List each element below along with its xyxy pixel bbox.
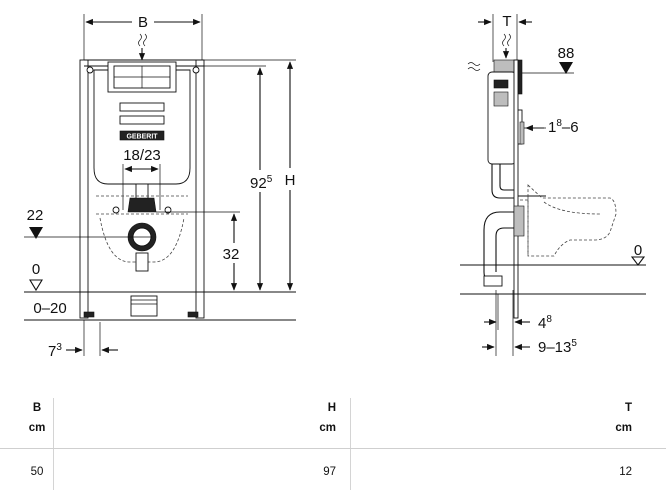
pipe-label: 22 [27,207,44,224]
drain-bend [483,211,514,283]
front-view: B GEBERIT 18/23 [24,12,300,360]
bowl-outline [99,217,185,263]
foot-offset-dimension: 73 [48,342,62,360]
column-unit-b: cm [28,422,46,434]
column-unit-t: cm [615,422,632,434]
flush-bend [127,197,157,213]
pipe-height-dimension: 32 [223,246,240,263]
brand-badge [119,130,165,141]
column-header-t: T [624,402,632,414]
floor-level-label: 0 [32,261,40,278]
column-header-h: H [327,402,336,414]
wall-thickness-dimension: 48 [538,314,552,332]
cell-b-value: 50 [30,466,44,478]
cistern [93,69,191,185]
floor-range-label: 0–20 [33,300,66,317]
level-marker-88 [559,62,573,74]
floor-level-marker [29,279,43,292]
cell-t-value: 12 [619,466,632,478]
side-frame-rail [513,59,519,319]
width-label: B [138,14,148,31]
side-floor-level-label: 0 [634,242,642,259]
frame-right-rail [195,59,205,319]
height-92-dimension: 925 [250,174,273,192]
installation-drawing: B GEBERIT 18/23 [24,12,646,360]
drain-pipe-end [130,295,158,317]
column-header-b: B [32,402,42,414]
frame-left-rail [79,59,89,319]
depth-label: T [502,13,511,30]
water-supply-icon [138,33,142,47]
column-unit-h: cm [319,422,336,434]
panel-thickness-dimension: 18–6 [548,118,579,136]
wc-pan-outline [527,184,617,257]
flush-pipe [491,164,514,199]
side-view: T 88 18–6 [460,13,646,356]
cell-h-value: 97 [323,466,336,478]
height-label: H [285,172,296,189]
brand-text: GEBERIT [126,134,158,141]
wall-panel [519,121,525,145]
side-floor-level-marker [630,256,646,266]
top-label: 88 [558,45,575,62]
level-marker-22 [29,227,43,239]
flush-outlet-dimension: 18/23 [123,147,161,164]
offset-dimension: 9–135 [538,338,577,356]
